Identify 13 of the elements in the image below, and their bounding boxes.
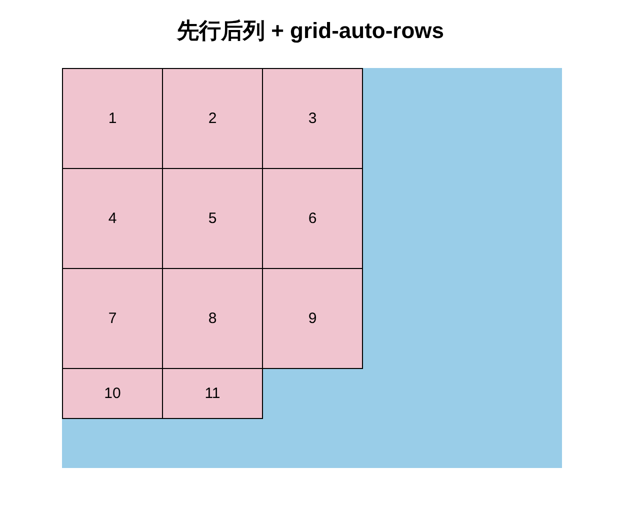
grid-item: 9	[262, 268, 363, 369]
grid-item: 4	[62, 168, 163, 269]
grid-item: 1	[62, 68, 163, 169]
grid-item: 8	[162, 268, 263, 369]
grid-item: 10	[62, 368, 163, 419]
grid-item: 3	[262, 68, 363, 169]
grid-container	[62, 68, 562, 468]
grid-item: 7	[62, 268, 163, 369]
grid-item: 2	[162, 68, 263, 169]
grid-item: 5	[162, 168, 263, 269]
grid-item: 11	[162, 368, 263, 419]
diagram-title: 先行后列 + grid-auto-rows	[176, 17, 444, 45]
grid-item: 6	[262, 168, 363, 269]
